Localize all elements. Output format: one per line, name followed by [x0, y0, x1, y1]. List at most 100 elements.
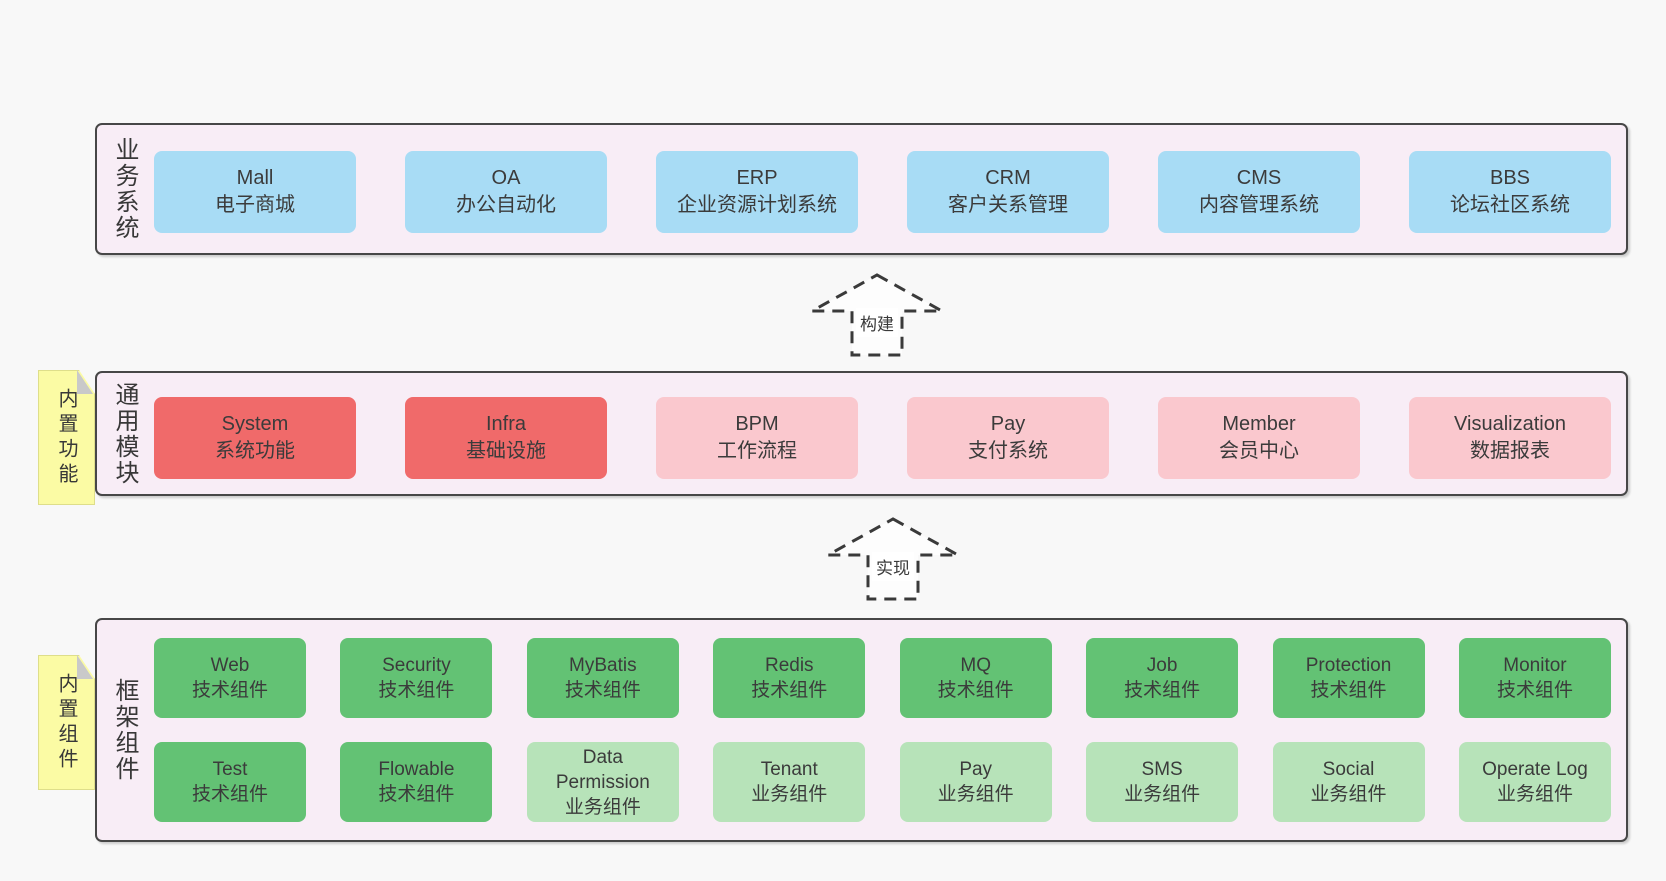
node-oa: OA 办公自动化: [405, 151, 607, 233]
node-title: Test: [212, 759, 248, 780]
node-social: Social 业务组件: [1272, 742, 1425, 822]
node-bbs: BBS 论坛社区系统: [1409, 151, 1611, 233]
node-title: CRM: [985, 167, 1031, 189]
node-job: Job 技术组件: [1086, 638, 1239, 718]
node-sms: SMS 业务组件: [1086, 742, 1239, 822]
node-title: Social: [1322, 759, 1375, 780]
node-mq: MQ 技术组件: [899, 638, 1052, 718]
node-monitor: Monitor 技术组件: [1458, 638, 1611, 718]
sticky-note-label: 内置功能: [55, 387, 77, 488]
arrow-build: 构建: [809, 272, 945, 358]
node-subtitle: 技术组件: [1496, 680, 1573, 701]
node-title: Infra: [485, 413, 527, 435]
node-pay-component: Pay 业务组件: [899, 742, 1052, 822]
node-title: Job: [1146, 655, 1178, 676]
node-title: Visualization: [1454, 413, 1566, 435]
node-subtitle: 业务组件: [564, 796, 641, 818]
common-modules-row: System 系统功能 Infra 基础设施 BPM 工作流程 Pay 支付系统…: [154, 397, 1611, 479]
arrow-implement-label: 实现: [872, 552, 914, 581]
node-protection: Protection 技术组件: [1272, 638, 1425, 718]
node-crm: CRM 客户关系管理: [907, 151, 1109, 233]
node-web: Web 技术组件: [154, 638, 306, 718]
node-subtitle: 数据报表: [1470, 440, 1550, 462]
node-title: Web: [210, 655, 250, 676]
node-title: MyBatis: [569, 655, 637, 676]
node-data-permission: Data Permission 业务组件: [526, 742, 679, 822]
node-subtitle: 内容管理系统: [1199, 194, 1319, 216]
node-bpm: BPM 工作流程: [656, 397, 858, 479]
node-subtitle: 电子商城: [215, 194, 295, 216]
arrow-build-label: 构建: [856, 308, 898, 337]
node-subtitle: 支付系统: [968, 440, 1048, 462]
node-title: Tenant: [760, 759, 818, 780]
node-subtitle: 办公自动化: [456, 194, 556, 216]
node-subtitle: 系统功能: [215, 440, 295, 462]
node-subtitle: 业务组件: [1496, 784, 1573, 805]
node-flowable: Flowable 技术组件: [340, 742, 493, 822]
node-title: Flowable: [378, 759, 455, 780]
node-mall: Mall 电子商城: [154, 151, 356, 233]
node-subtitle: 基础设施: [466, 440, 546, 462]
node-title: ERP: [736, 167, 778, 189]
node-title: BBS: [1489, 167, 1531, 189]
node-subtitle: 工作流程: [717, 440, 797, 462]
node-title: Monitor: [1503, 655, 1567, 676]
arrow-implement: 实现: [825, 516, 961, 602]
node-subtitle: 客户关系管理: [948, 194, 1068, 216]
node-subtitle: 技术组件: [937, 680, 1014, 701]
node-visualization: Visualization 数据报表: [1409, 397, 1611, 479]
node-title: Operate Log: [1482, 759, 1588, 780]
band-business-systems: 业务系统 Mall 电子商城 OA 办公自动化 ERP 企业资源计划系统 CRM…: [95, 123, 1628, 255]
node-subtitle: 技术组件: [191, 784, 268, 805]
node-title: Protection: [1305, 655, 1392, 676]
node-operate-log: Operate Log 业务组件: [1458, 742, 1611, 822]
band-label-business-systems: 业务系统: [111, 137, 138, 241]
node-subtitle: 业务组件: [1124, 784, 1201, 805]
node-subtitle: 技术组件: [1310, 680, 1387, 701]
framework-components-row-1: Web 技术组件 Security 技术组件 MyBatis 技术组件 Redi…: [154, 638, 1611, 718]
node-infra: Infra 基础设施: [405, 397, 607, 479]
node-title: Redis: [764, 655, 814, 676]
node-security: Security 技术组件: [340, 638, 493, 718]
node-subtitle: 企业资源计划系统: [677, 194, 837, 216]
node-title: CMS: [1236, 167, 1282, 189]
node-subtitle: 技术组件: [751, 680, 828, 701]
node-redis: Redis 技术组件: [713, 638, 866, 718]
node-title: Data Permission: [555, 746, 650, 793]
node-title: Mall: [236, 167, 274, 189]
node-tenant: Tenant 业务组件: [713, 742, 866, 822]
node-subtitle: 技术组件: [378, 784, 455, 805]
node-title: SMS: [1141, 759, 1183, 780]
band-label-common-modules: 通用模块: [111, 381, 138, 486]
node-subtitle: 业务组件: [751, 784, 828, 805]
node-test: Test 技术组件: [154, 742, 306, 822]
node-title: System: [221, 413, 289, 435]
business-systems-row: Mall 电子商城 OA 办公自动化 ERP 企业资源计划系统 CRM 客户关系…: [154, 151, 1611, 233]
node-subtitle: 技术组件: [1124, 680, 1201, 701]
band-label-framework-components: 框架组件: [111, 678, 138, 782]
band-common-modules: 通用模块 System 系统功能 Infra 基础设施 BPM 工作流程 Pay…: [95, 371, 1628, 496]
node-title: BPM: [735, 413, 779, 435]
node-subtitle: 业务组件: [1310, 784, 1387, 805]
node-pay-system: Pay 支付系统: [907, 397, 1109, 479]
node-subtitle: 会员中心: [1219, 440, 1299, 462]
node-title: Pay: [990, 413, 1026, 435]
node-title: MQ: [960, 655, 991, 676]
node-system: System 系统功能: [154, 397, 356, 479]
node-mybatis: MyBatis 技术组件: [526, 638, 679, 718]
band-framework-components: 框架组件 Web 技术组件 Security 技术组件 MyBatis 技术组件…: [95, 618, 1628, 842]
node-title: Member: [1222, 413, 1296, 435]
node-title: Pay: [959, 759, 993, 780]
sticky-note-label: 内置组件: [55, 672, 77, 773]
node-title: OA: [491, 167, 521, 189]
node-subtitle: 技术组件: [378, 680, 455, 701]
node-erp: ERP 企业资源计划系统: [656, 151, 858, 233]
node-subtitle: 技术组件: [564, 680, 641, 701]
node-subtitle: 论坛社区系统: [1450, 194, 1570, 216]
node-cms: CMS 内容管理系统: [1158, 151, 1360, 233]
node-member: Member 会员中心: [1158, 397, 1360, 479]
node-subtitle: 技术组件: [191, 680, 268, 701]
node-title: Security: [382, 655, 451, 676]
node-subtitle: 业务组件: [937, 784, 1014, 805]
